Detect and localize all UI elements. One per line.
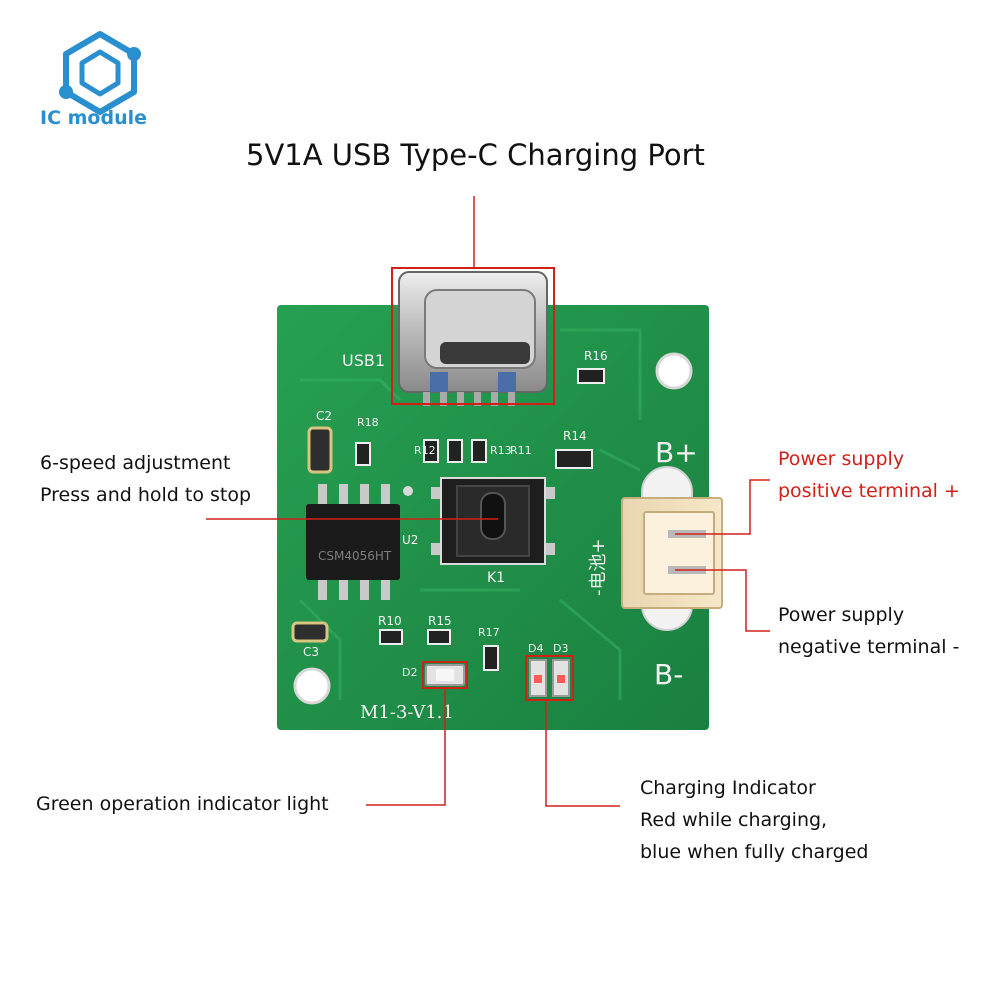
charge-callout-line1: Charging Indicator — [640, 777, 816, 799]
battery-connector — [621, 466, 723, 631]
silk-d3: D3 — [553, 642, 568, 655]
speed-callout: 6-speed adjustment Press and hold to sto… — [40, 447, 251, 511]
positive-callout: Power supply positive terminal + — [778, 443, 960, 507]
usb-c-connector — [398, 271, 548, 406]
charge-led-callout-line — [545, 700, 620, 807]
smd-components — [291, 368, 605, 671]
speed-callout-line2: Press and hold to stop — [40, 484, 252, 506]
silk-r13: R13 — [490, 444, 512, 457]
led-d4-d3 — [529, 659, 570, 697]
charge-callout-line3: blue when fully charged — [640, 841, 869, 863]
charge-led-highlight-box — [525, 655, 574, 701]
silk-battery-cn: -电池+ — [588, 538, 609, 596]
mounting-hole — [655, 352, 693, 390]
silk-r14: R14 — [563, 429, 587, 443]
silk-r18: R18 — [357, 416, 379, 429]
silkscreen-labels: USB1 R16 C2 R18 R12 R13 R11 R14 B+ B- U2… — [303, 349, 698, 723]
silk-c2: C2 — [316, 409, 332, 423]
negative-callout-line — [675, 569, 770, 632]
brand-name: IC module — [40, 107, 148, 129]
silk-r15: R15 — [428, 614, 452, 628]
speed-callout-line1: 6-speed adjustment — [40, 452, 231, 474]
silk-d2: D2 — [402, 666, 417, 679]
page-title: 5V1A USB Type-C Charging Port — [246, 138, 705, 172]
silk-b-plus: B+ — [655, 436, 698, 469]
silk-k1: K1 — [487, 570, 505, 586]
silk-b-minus: B- — [654, 658, 683, 691]
ic-chip-u2 — [306, 484, 400, 600]
silk-r16: R16 — [584, 349, 608, 363]
led-d2-green — [425, 664, 465, 686]
silk-usb1: USB1 — [342, 351, 385, 370]
charge-callout: Charging Indicator Red while charging, b… — [640, 772, 868, 868]
highlight-boxes — [391, 267, 574, 701]
positive-callout-line — [675, 479, 770, 535]
charge-callout-line2: Red while charging, — [640, 809, 828, 831]
silk-r12: R12 — [414, 444, 436, 457]
silk-r10: R10 — [378, 614, 402, 628]
silk-r17: R17 — [478, 626, 500, 639]
tactile-button-k1 — [431, 477, 555, 565]
negative-callout-line2: negative terminal - — [778, 636, 960, 658]
silk-d4: D4 — [528, 642, 543, 655]
silk-r11: R11 — [510, 444, 532, 457]
negative-callout-line1: Power supply — [778, 604, 905, 626]
callout-lines — [206, 196, 770, 807]
usb-highlight-box — [391, 267, 555, 405]
mounting-hole — [293, 667, 331, 705]
silk-u2: U2 — [402, 533, 418, 547]
positive-callout-line2: positive terminal + — [778, 480, 960, 502]
green-led-callout-line — [366, 688, 446, 806]
chip-marking: CSM4056HT — [318, 549, 392, 563]
hexagon-circuit-icon — [59, 31, 141, 115]
negative-callout: Power supply negative terminal - — [778, 599, 959, 663]
positive-callout-line1: Power supply — [778, 448, 905, 470]
green-led-callout: Green operation indicator light — [36, 793, 329, 815]
silk-c3: C3 — [303, 645, 319, 659]
board-version-label: M1-3-V1.1 — [360, 702, 454, 723]
